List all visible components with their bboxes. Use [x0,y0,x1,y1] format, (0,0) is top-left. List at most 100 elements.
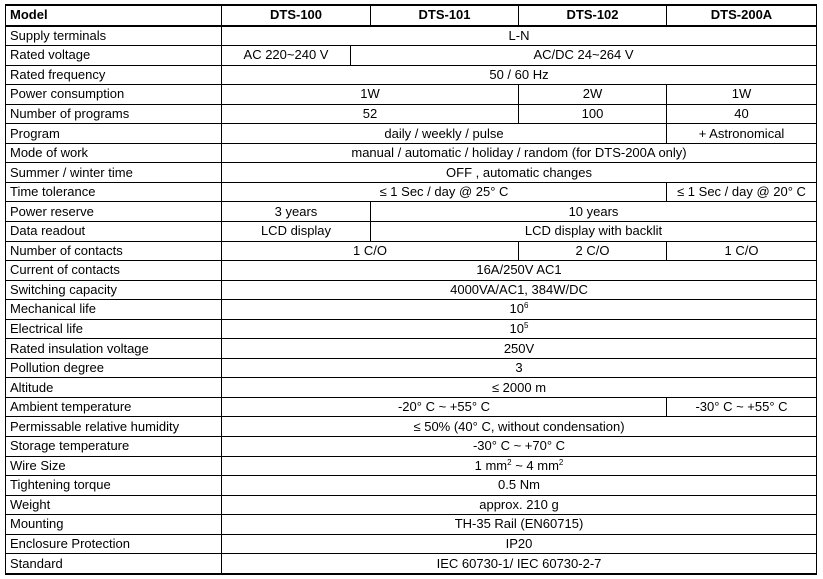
cell-value: 10 years [370,201,817,223]
row-label: Standard [5,553,222,575]
cell-value: 100 [518,103,667,125]
row-rated-voltage: Rated voltage AC 220~240 V AC/DC 24~264 … [5,45,817,66]
row-label: Rated frequency [5,64,222,86]
row-label: Permissable relative humidity [5,416,222,438]
row-label: Switching capacity [5,279,222,301]
model-dts-101-header: DTS-101 [370,4,519,27]
cell-value: 50 / 60 Hz [221,64,817,86]
row-mounting: Mounting TH-35 Rail (EN60715) [5,514,817,535]
row-ambient-temperature: Ambient temperature -20° C ~ +55° C -30°… [5,396,817,418]
row-label: Power reserve [5,201,222,223]
row-relative-humidity: Permissable relative humidity ≤ 50% (40°… [5,416,817,438]
cell-value: AC 220~240 V [221,45,351,66]
cell-value: AC/DC 24~264 V [350,45,817,66]
cell-value: -30° C ~ +70° C [221,436,817,457]
row-label: Ambient temperature [5,396,222,418]
cell-value: -20° C ~ +55° C [221,396,667,418]
row-current-of-contacts: Current of contacts 16A/250V AC1 [5,260,817,281]
cell-value: OFF , automatic changes [221,162,817,183]
row-label: Tightening torque [5,475,222,496]
cell-value: manual / automatic / holiday / random (f… [221,142,817,164]
cell-value: 2 C/O [518,240,667,262]
model-header: Model [5,4,222,27]
cell-value: approx. 210 g [221,494,817,516]
cell-value: 1 C/O [666,240,817,262]
row-label: Rated voltage [5,45,222,66]
row-label: Number of programs [5,103,222,125]
value-max: ~ 4 mm [511,457,559,473]
row-electrical-life: Electrical life 105 [5,318,817,340]
model-dts-102-header: DTS-102 [518,4,667,27]
row-storage-temperature: Storage temperature -30° C ~ +70° C [5,436,817,457]
value-exponent: 5 [524,321,529,331]
value-base: 10 [509,321,524,337]
cell-value: 3 [221,357,817,379]
header-row: Model DTS-100 DTS-101 DTS-102 DTS-200A [5,4,817,27]
row-power-consumption: Power consumption 1W 2W 1W [5,84,817,105]
cell-value: 16A/250V AC1 [221,260,817,281]
cell-value: 2W [518,84,667,105]
value-exponent: 2 [558,457,564,467]
value-min: 1 mm [474,457,508,473]
cell-value: 1 mm2 ~ 4 mm2 [221,455,817,477]
cell-value: ≤ 50% (40° C, without condensation) [221,416,817,438]
row-label: Pollution degree [5,357,222,379]
model-dts-200a-header: DTS-200A [666,4,817,27]
row-label: Rated insulation voltage [5,338,222,359]
row-label: Number of contacts [5,240,222,262]
row-label: Mounting [5,514,222,535]
cell-value: 40 [666,103,817,125]
cell-value: 1 C/O [221,240,519,262]
row-label: Altitude [5,377,222,398]
cell-value: L-N [221,25,817,47]
row-altitude: Altitude ≤ 2000 m [5,377,817,398]
cell-value: 106 [221,299,817,320]
row-program: Program daily / weekly / pulse + Astrono… [5,123,817,144]
cell-value: 1W [666,84,817,105]
row-label: Wire Size [5,455,222,477]
cell-value: ≤ 1 Sec / day @ 25° C [221,181,667,203]
row-label: Summer / winter time [5,162,222,183]
row-enclosure-protection: Enclosure Protection IP20 [5,533,817,555]
row-tightening-torque: Tightening torque 0.5 Nm [5,475,817,496]
row-label: Supply terminals [5,25,222,47]
row-label: Current of contacts [5,260,222,281]
cell-value: 105 [221,318,817,340]
cell-value: daily / weekly / pulse [221,123,667,144]
row-label: Time tolerance [5,181,222,203]
row-weight: Weight approx. 210 g [5,494,817,516]
row-wire-size: Wire Size 1 mm2 ~ 4 mm2 [5,455,817,477]
row-label: Mechanical life [5,299,222,320]
row-mechanical-life: Mechanical life 106 [5,299,817,320]
cell-value: 52 [221,103,519,125]
row-standard: Standard IEC 60730-1/ IEC 60730-2-7 [5,553,817,575]
row-rated-insulation-voltage: Rated insulation voltage 250V [5,338,817,359]
row-label: Program [5,123,222,144]
row-label: Weight [5,494,222,516]
row-label: Data readout [5,221,222,242]
cell-value: 3 years [221,201,371,223]
row-number-of-programs: Number of programs 52 100 40 [5,103,817,125]
cell-value: TH-35 Rail (EN60715) [221,514,817,535]
row-summer-winter-time: Summer / winter time OFF , automatic cha… [5,162,817,183]
row-label: Enclosure Protection [5,533,222,555]
row-pollution-degree: Pollution degree 3 [5,357,817,379]
row-time-tolerance: Time tolerance ≤ 1 Sec / day @ 25° C ≤ 1… [5,181,817,203]
cell-value: 4000VA/AC1, 384W/DC [221,279,817,301]
cell-value: IP20 [221,533,817,555]
row-label: Power consumption [5,84,222,105]
model-dts-100-header: DTS-100 [221,4,371,27]
cell-value: 1W [221,84,519,105]
row-data-readout: Data readout LCD display LCD display wit… [5,221,817,242]
cell-value: IEC 60730-1/ IEC 60730-2-7 [221,553,817,575]
row-switching-capacity: Switching capacity 4000VA/AC1, 384W/DC [5,279,817,301]
row-mode-of-work: Mode of work manual / automatic / holida… [5,142,817,164]
cell-value: 0.5 Nm [221,475,817,496]
value-exponent: 6 [524,301,529,311]
value-exponent: 2 [507,457,512,467]
row-label: Electrical life [5,318,222,340]
value-base: 10 [509,301,524,317]
row-label: Storage temperature [5,436,222,457]
cell-value: ≤ 1 Sec / day @ 20° C [666,181,817,203]
row-rated-frequency: Rated frequency 50 / 60 Hz [5,64,817,86]
